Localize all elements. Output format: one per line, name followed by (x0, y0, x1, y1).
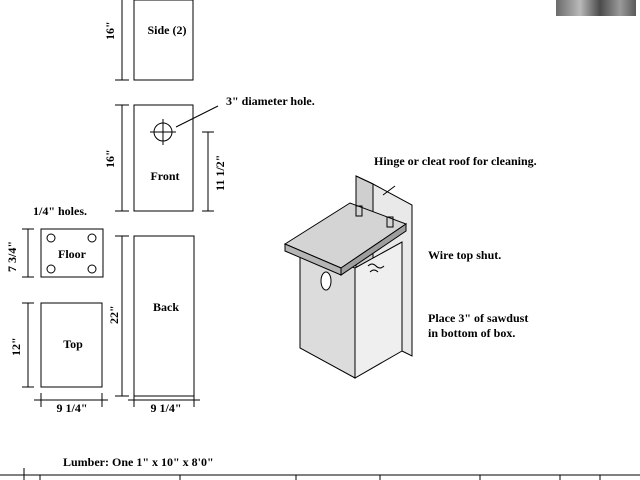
front-inner-dim: 11 1/2" (213, 154, 227, 191)
back-panel (133, 235, 195, 397)
lumber-note: Lumber: One 1" x 10" x 8'0" (63, 455, 214, 469)
box-side-face (354, 241, 403, 379)
front-height-dim: 16" (103, 149, 117, 168)
front-panel (133, 104, 194, 212)
sawdust-note-1: Place 3" of sawdust (428, 311, 529, 325)
back-label: Back (152, 300, 180, 314)
hinge-note: Hinge or cleat roof for cleaning. (374, 154, 537, 168)
wire-note: Wire top shut. (428, 248, 502, 262)
left-width-dim: 9 1/4" (56, 401, 88, 415)
top-panel (40, 302, 103, 388)
floor-height-dim: 7 3/4" (5, 241, 19, 272)
side-panel (133, 0, 194, 81)
sawdust-note-2: in bottom of box. (428, 326, 516, 340)
side-height-dim: 16" (103, 21, 117, 40)
back-height-dim: 22" (107, 305, 121, 324)
top-height-dim: 12" (9, 337, 23, 356)
floor-panel (40, 228, 104, 278)
right-width-dim: 9 1/4" (150, 401, 182, 415)
hole-note: 3" diameter hole. (226, 94, 315, 108)
corner-photo (556, 0, 636, 16)
box-entry-hole (320, 271, 332, 291)
top-label: Top (63, 337, 83, 351)
floor-label: Floor (58, 247, 86, 261)
front-label: Front (150, 169, 180, 183)
quarter-holes-note: 1/4" holes. (33, 204, 87, 218)
side-label: Side (2) (147, 23, 187, 37)
